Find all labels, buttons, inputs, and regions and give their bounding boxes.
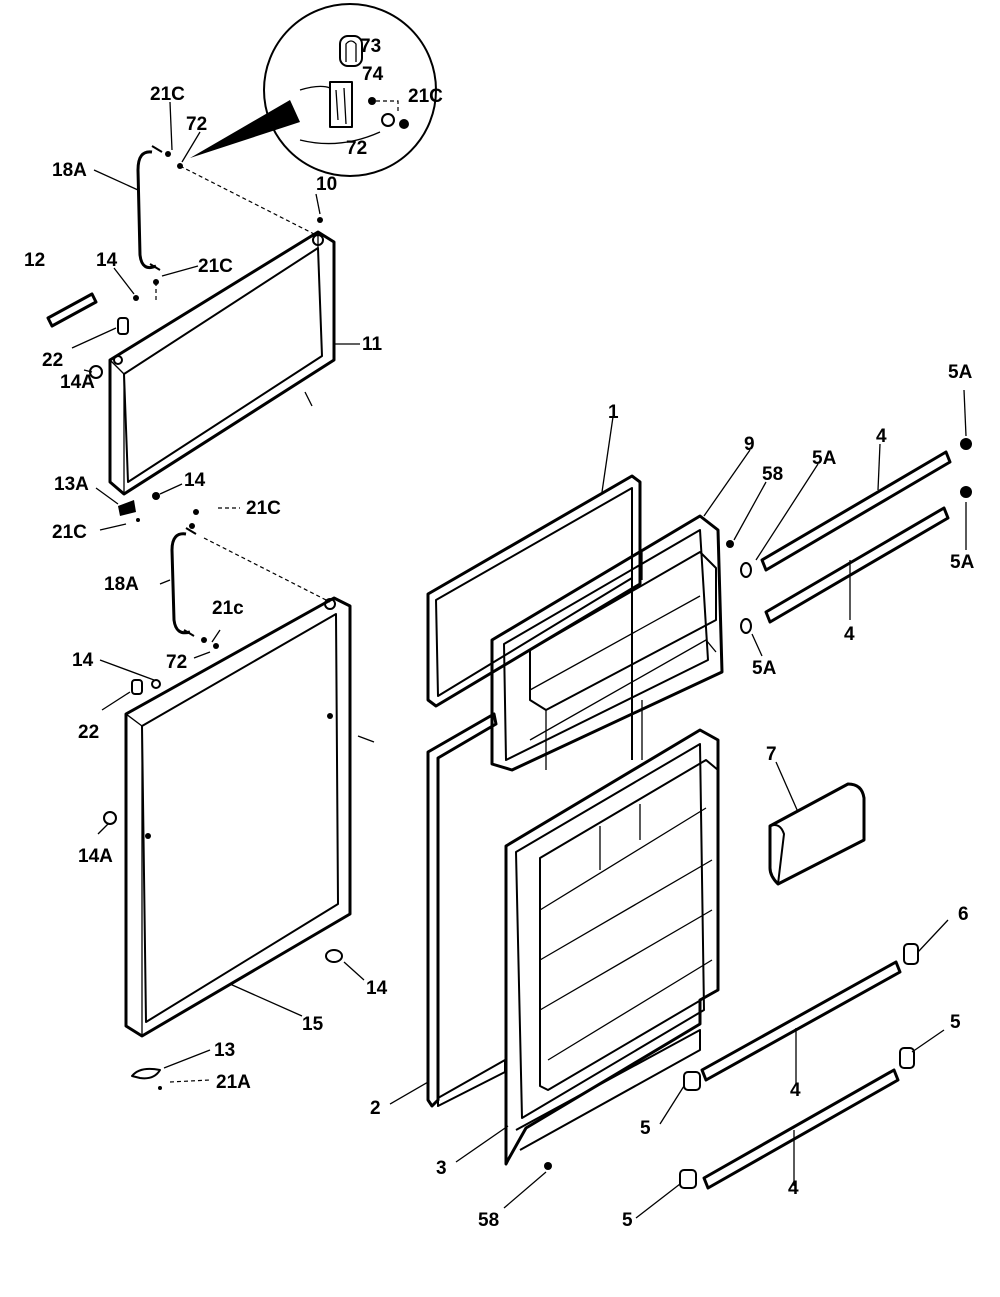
fresh-food-door-assembly xyxy=(103,509,375,1090)
label-21c-e: 21c xyxy=(212,598,244,619)
label-21c-c: 21C xyxy=(52,522,87,543)
callout-labels: 73 74 21C 72 21C 72 18A 10 12 14 21C 22 … xyxy=(24,36,975,1231)
label-5a-a: 5A xyxy=(812,448,837,469)
label-10: 10 xyxy=(316,174,337,195)
label-21c-zoom: 21C xyxy=(408,86,443,107)
label-21a: 21A xyxy=(216,1072,251,1093)
label-4-b: 4 xyxy=(844,624,855,645)
label-5-c: 5 xyxy=(622,1210,633,1231)
freezer-door-liner xyxy=(490,514,724,772)
label-1: 1 xyxy=(608,402,619,423)
label-5a-b: 5A xyxy=(948,362,973,383)
label-7: 7 xyxy=(766,744,777,765)
label-14-b: 14 xyxy=(184,470,206,491)
label-21c-b: 21C xyxy=(198,256,233,277)
label-5-a: 5 xyxy=(950,1012,961,1033)
label-3: 3 xyxy=(436,1158,447,1179)
label-14-c: 14 xyxy=(72,650,94,671)
label-4-a: 4 xyxy=(876,426,887,447)
label-73: 73 xyxy=(360,36,381,57)
label-14a-b: 14A xyxy=(78,846,113,867)
fresh-food-door-liner xyxy=(504,728,720,1166)
leader-lines xyxy=(71,101,967,1219)
label-22-a: 22 xyxy=(42,350,63,371)
label-4-d: 4 xyxy=(788,1178,799,1199)
label-14a-a: 14A xyxy=(60,372,95,393)
label-58-b: 58 xyxy=(478,1210,499,1231)
label-13: 13 xyxy=(214,1040,235,1061)
label-22-b: 22 xyxy=(78,722,99,743)
label-18a-bottom: 18A xyxy=(104,574,139,595)
label-9: 9 xyxy=(744,434,755,455)
door-rails xyxy=(544,438,972,1190)
freezer-door-gasket xyxy=(426,474,642,708)
label-5a-d: 5A xyxy=(752,658,777,679)
door-bin-7 xyxy=(768,782,866,886)
label-21c-top: 21C xyxy=(150,84,185,105)
label-72-top: 72 xyxy=(186,114,207,135)
label-18a-top: 18A xyxy=(52,160,87,181)
label-2: 2 xyxy=(370,1098,381,1119)
label-5-b: 5 xyxy=(640,1118,651,1139)
label-4-c: 4 xyxy=(790,1080,801,1101)
label-74: 74 xyxy=(362,64,384,85)
label-72-bottom: 72 xyxy=(166,652,187,673)
zoom-detail-circle xyxy=(190,3,437,177)
label-14-a: 14 xyxy=(96,250,118,271)
label-6: 6 xyxy=(958,904,969,925)
label-15: 15 xyxy=(302,1014,324,1035)
label-58-a: 58 xyxy=(762,464,783,485)
label-11: 11 xyxy=(362,334,383,355)
fresh-food-door-gasket xyxy=(426,712,506,1108)
label-14-d: 14 xyxy=(366,978,388,999)
label-12: 12 xyxy=(24,250,45,271)
label-72-zoom: 72 xyxy=(346,138,367,159)
label-5a-c: 5A xyxy=(950,552,975,573)
freezer-door-assembly xyxy=(46,145,336,522)
label-13a: 13A xyxy=(54,474,89,495)
label-21c-d: 21C xyxy=(246,498,281,519)
